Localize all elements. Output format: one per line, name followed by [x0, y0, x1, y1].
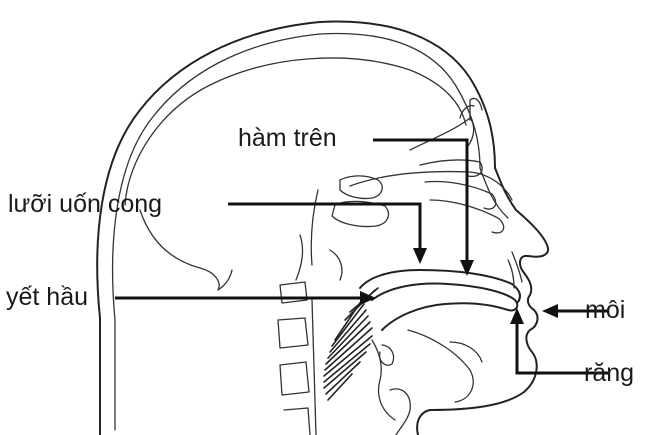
face-profile [417, 168, 548, 435]
label-curled-tongue: lưỡi uốn cong [8, 190, 162, 218]
label-pharynx: yết hầu [6, 283, 88, 311]
cervical-spine [278, 282, 316, 435]
label-upper-jaw: hàm trên [238, 124, 337, 152]
leader-pharynx [115, 291, 376, 305]
nasal-cavity [410, 98, 504, 232]
throat-contour [372, 340, 410, 435]
label-teeth: răng [584, 359, 634, 387]
oral-cavity [350, 172, 522, 302]
larynx-hatching [324, 288, 378, 400]
pharynx-detail [296, 176, 388, 280]
curled-tongue-shape [372, 284, 517, 402]
leader-curled-tongue [228, 204, 427, 264]
label-lips: môi [585, 296, 625, 324]
